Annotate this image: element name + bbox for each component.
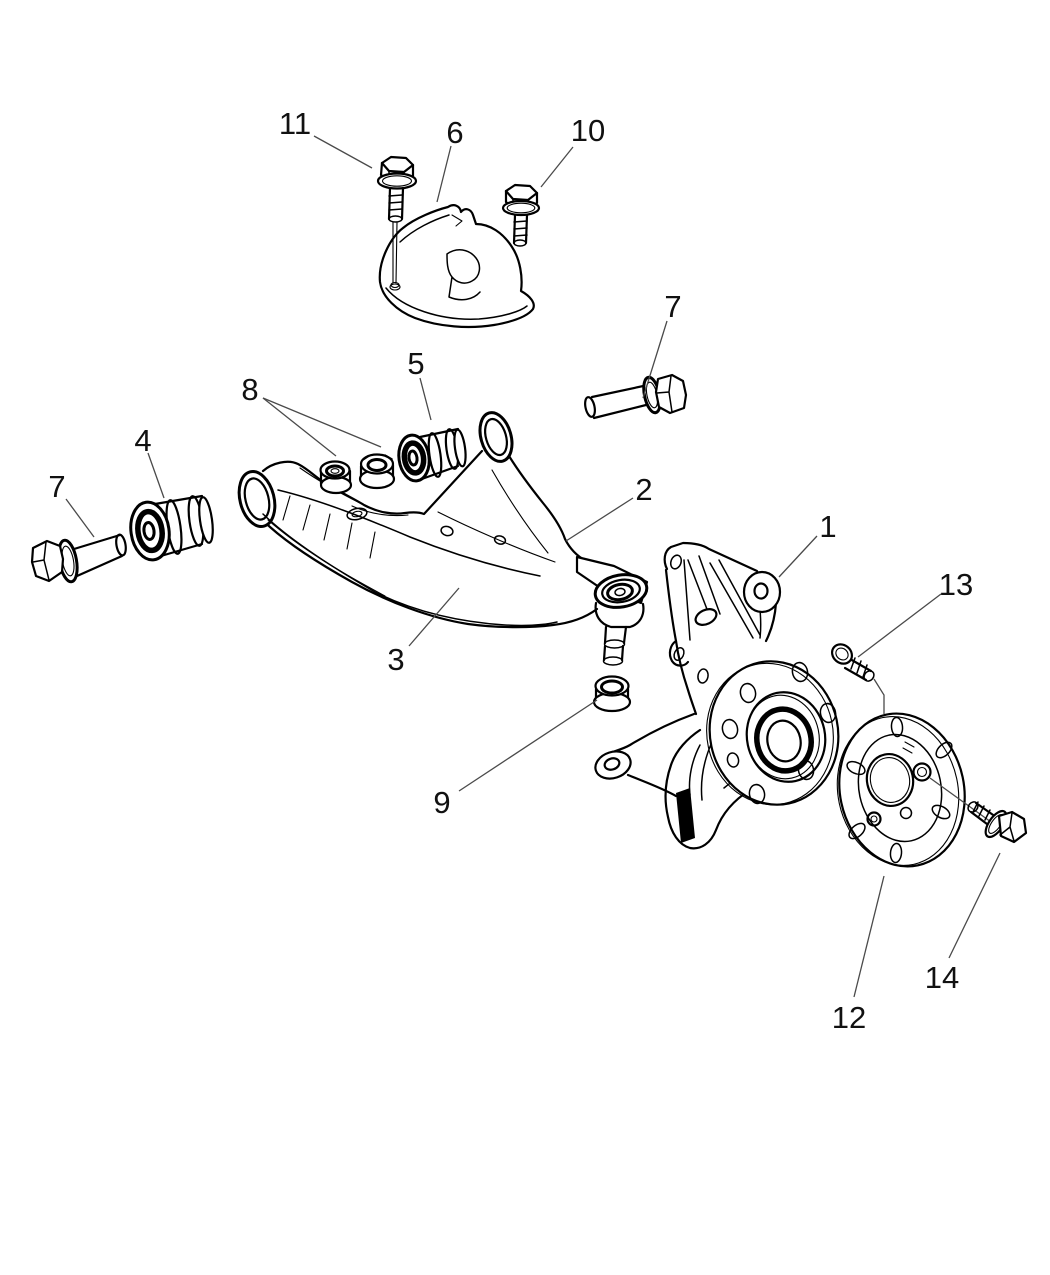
callout-4-leader bbox=[147, 452, 165, 499]
callout-8-leader-1 bbox=[262, 397, 337, 457]
part-pivot-bolt-right bbox=[584, 373, 688, 420]
part-ball-joint bbox=[593, 573, 649, 666]
part-pivot-bolt-left bbox=[30, 533, 127, 584]
callout-12-leader bbox=[853, 875, 885, 998]
callout-13-leader bbox=[857, 593, 942, 658]
callout-7-right: 7 bbox=[664, 289, 681, 324]
callout-6: 6 bbox=[446, 115, 463, 150]
callout-2: 2 bbox=[635, 472, 652, 507]
callout-5-leader bbox=[419, 377, 432, 421]
part-flange-nuts bbox=[319, 453, 396, 495]
callout-14-leader bbox=[948, 852, 1001, 959]
part-hub-bolt bbox=[929, 777, 1028, 844]
part-ball-joint-nut bbox=[592, 675, 632, 713]
callout-14: 14 bbox=[925, 960, 959, 995]
callout-7-right-leader bbox=[642, 320, 668, 399]
callout-2-leader bbox=[565, 497, 634, 542]
callout-6-leader bbox=[436, 145, 452, 203]
part-small-bolt bbox=[830, 643, 885, 714]
part-shield-bolt-left bbox=[376, 155, 418, 289]
callout-4: 4 bbox=[134, 423, 151, 458]
callout-1: 1 bbox=[819, 509, 836, 544]
callout-11: 11 bbox=[279, 106, 311, 141]
part-knuckle bbox=[594, 541, 840, 850]
part-rear-bushing bbox=[397, 427, 467, 483]
callout-5: 5 bbox=[407, 346, 424, 381]
part-dust-shield bbox=[836, 712, 966, 868]
callout-12: 12 bbox=[832, 1000, 866, 1035]
part-shield-bolt-right bbox=[501, 183, 541, 247]
callout-8-leader-2 bbox=[262, 397, 382, 448]
callout-8: 8 bbox=[241, 372, 258, 407]
callout-13: 13 bbox=[939, 567, 973, 602]
callout-10-leader bbox=[540, 146, 574, 188]
callout-1-leader bbox=[778, 535, 818, 578]
callout-11-leader bbox=[313, 135, 373, 169]
part-front-bushing bbox=[129, 494, 214, 562]
callout-9: 9 bbox=[433, 785, 450, 820]
part-hub-flange bbox=[706, 660, 840, 806]
part-heat-shield bbox=[378, 204, 535, 329]
callout-7-left-leader bbox=[65, 498, 95, 538]
callout-3-leader bbox=[408, 587, 460, 647]
callout-3: 3 bbox=[387, 642, 404, 677]
callout-10: 10 bbox=[571, 113, 605, 148]
callout-9-leader bbox=[458, 699, 598, 792]
callout-7-left: 7 bbox=[48, 469, 65, 504]
part-lower-control-arm bbox=[237, 411, 649, 629]
